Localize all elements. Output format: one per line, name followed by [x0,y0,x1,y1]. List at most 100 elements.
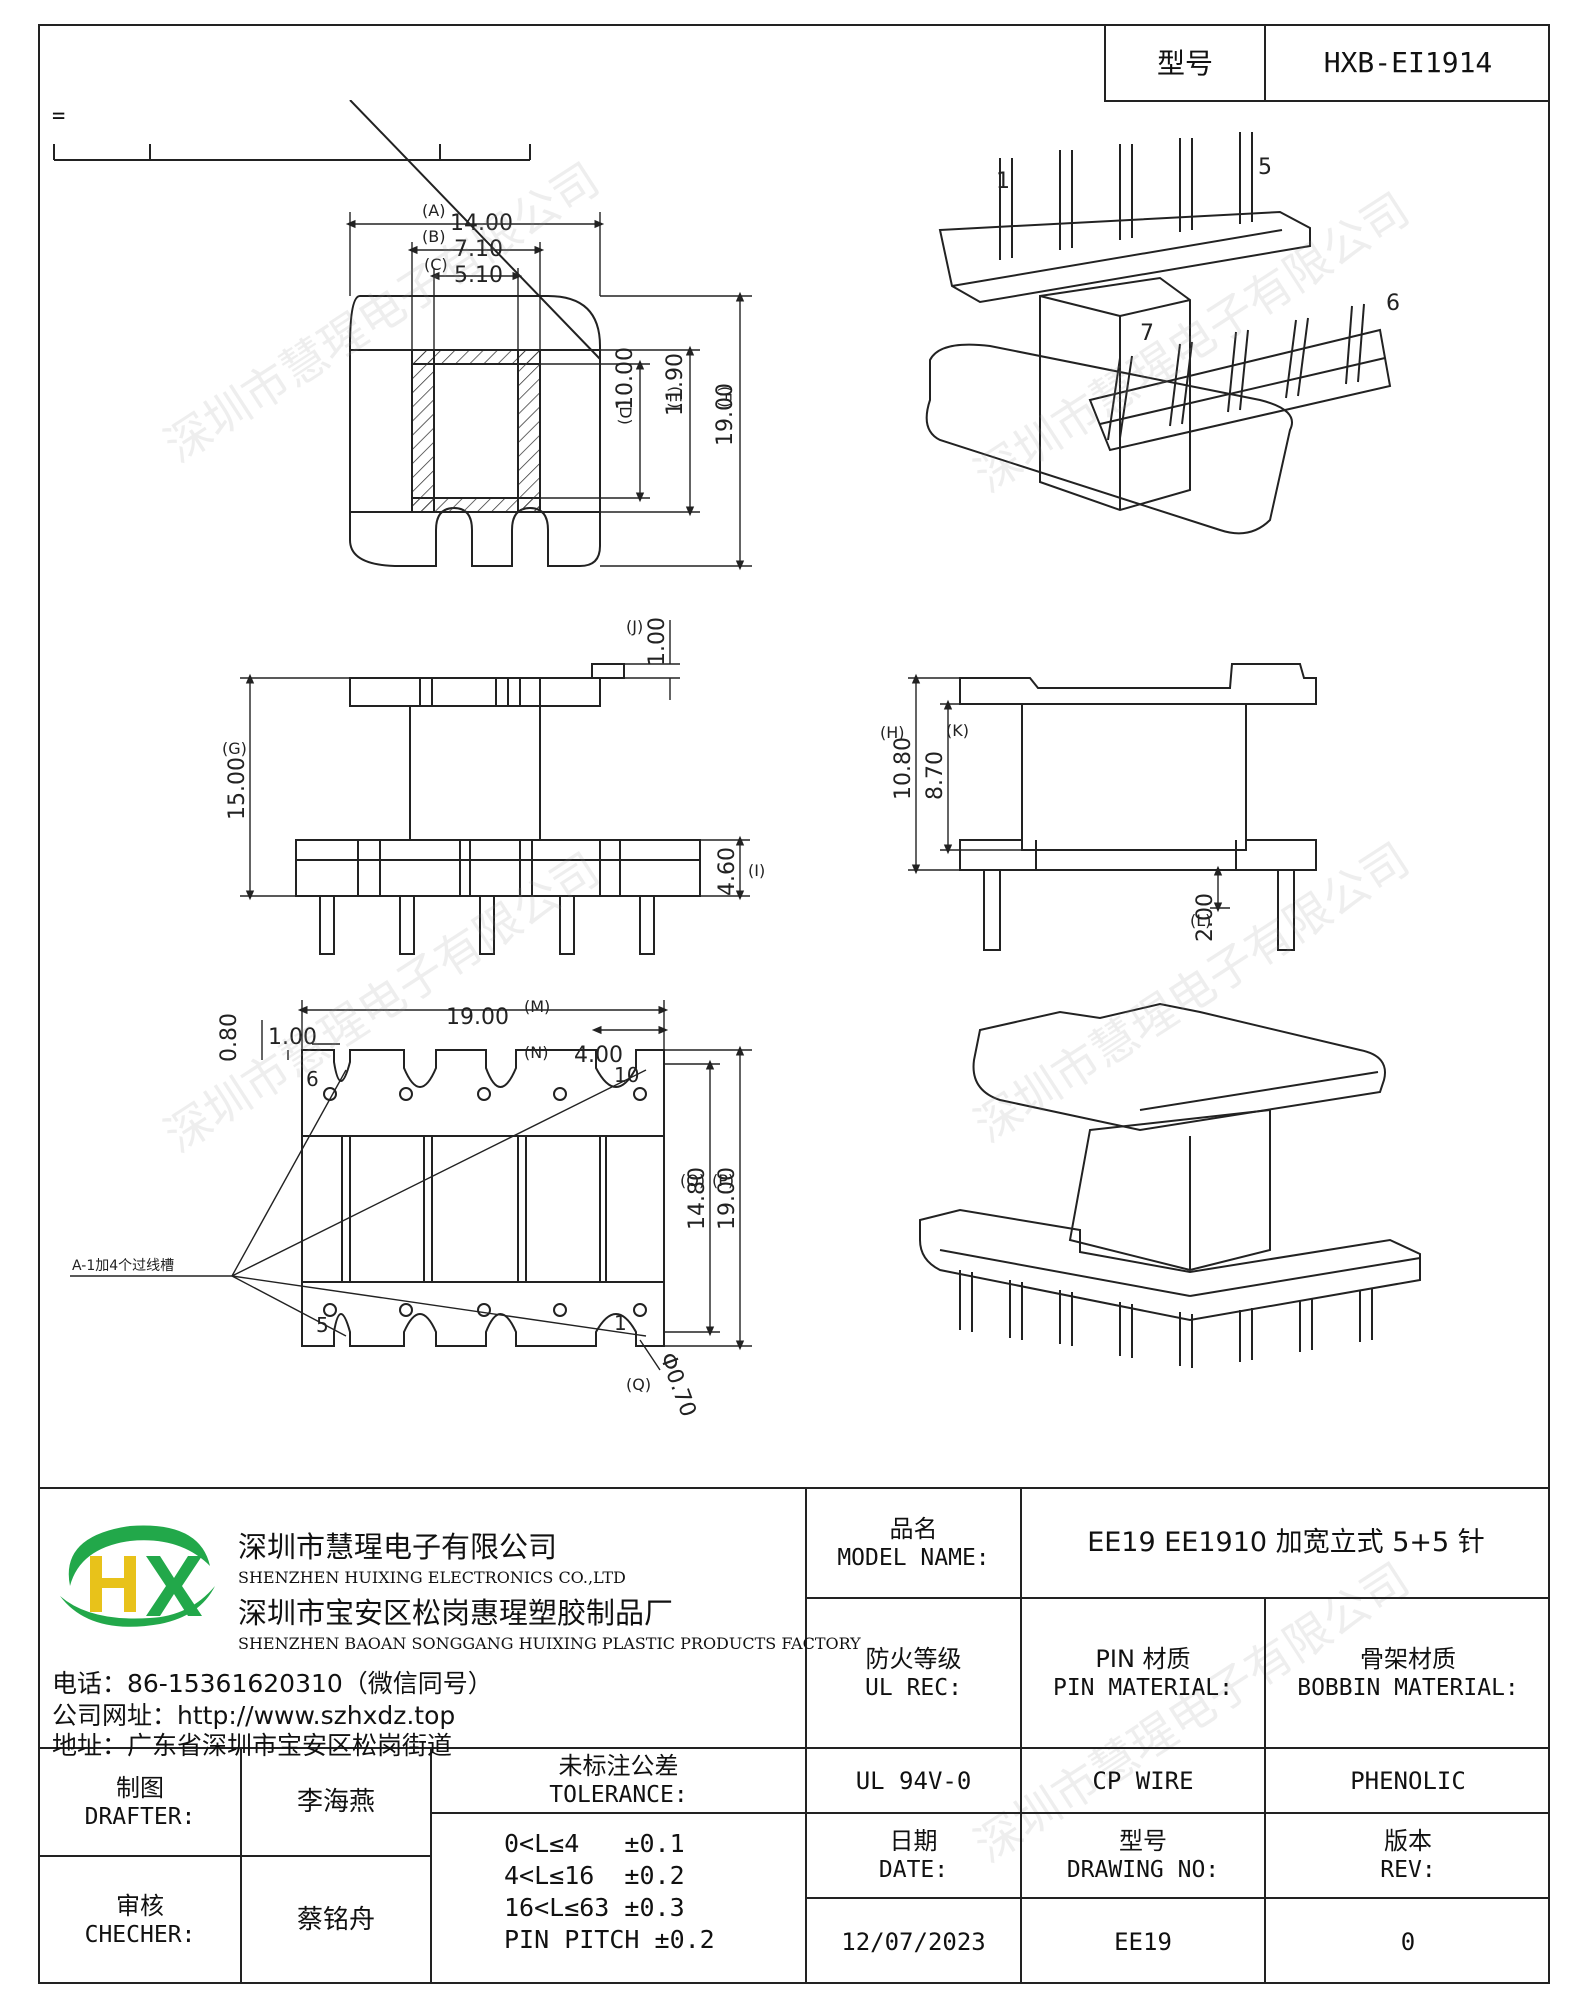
pin-label-10-bottom: 10 [614,1063,639,1087]
drawing-no-header: 型号 DRAWING NO: [1022,1814,1264,1897]
checker-en: CHECHER: [84,1922,196,1949]
dim-b-value: 7.10 [454,237,503,262]
model-name-en: MODEL NAME: [837,1544,990,1571]
iso-view-bottom [919,1002,1421,1368]
drawing-no-cn: 型号 [1119,1827,1167,1856]
dim-n-label: (N) [524,1043,548,1062]
tolerance-line: 0<L≤4 ±0.1 [504,1829,685,1858]
dim-d-value: 10.00 [613,347,638,410]
dim-e-value: 11.90 [663,353,688,416]
company-name-cn: 深圳市慧瑆电子有限公司 [238,1530,558,1564]
dim-o-value: 14.80 [685,1167,710,1230]
drafter-en: DRAFTER: [84,1803,196,1830]
dim-a-label: (A) [422,201,445,220]
date-en: DATE: [878,1857,949,1884]
company-website: 公司网址：http://www.szhxdz.top [52,1701,456,1730]
dim-top-small: 0.80 [217,1013,242,1062]
tolerance-line: 4<L≤16 ±0.2 [504,1861,685,1890]
company-name-en: SHENZHEN HUIXING ELECTRONICS CO.,LTD [238,1568,626,1587]
factory-name-en: SHENZHEN BAOAN SONGGANG HUIXING PLASTIC … [238,1634,861,1653]
factory-name-cn: 深圳市宝安区松岗惠瑆塑胶制品厂 [238,1596,674,1630]
dim-l-value: 2.00 [1193,893,1218,942]
drawing-no-value: EE19 [1114,1927,1172,1956]
model-name-cn: 品名 [889,1514,938,1543]
dim-n-value: 4.00 [574,1043,623,1068]
dim-i-label: (I) [748,861,765,880]
company-logo [60,1525,215,1627]
dim-j-value: 1.00 [645,617,670,666]
bobbin-material-cn: 骨架材质 [1360,1644,1456,1673]
dim-h-value: 10.80 [891,737,916,800]
dim-j-label: (J) [626,617,643,636]
dim-p-label: (P) [712,1171,734,1190]
dim-q-label: (Q) [626,1375,651,1394]
pin-label-6-bottom: 6 [306,1067,319,1091]
wire-slot-annotation: A-1加4个过线槽 [72,1258,174,1274]
ul-rec-value: UL 94V-0 [855,1766,972,1795]
drafter-cn: 制图 [116,1773,164,1802]
tolerance-cn: 未标注公差 [558,1752,679,1781]
stray-mark: = [52,104,66,129]
dim-e-label: (E) [666,386,685,409]
technical-drawing: (A) 14.00 (B) 7.10 (C) 5.10 (D) 10.00 (E… [53,100,1421,1421]
date-value: 12/07/2023 [841,1927,986,1956]
ul-rec-header: 防火等级 UL REC: [807,1599,1020,1747]
dim-c-label: (C) [424,255,448,274]
dim-a-value: 14.00 [450,211,513,236]
model-label: 型号 [1156,47,1213,80]
dim-f-label: (F) [716,386,735,408]
drafter-name: 李海燕 [296,1786,375,1817]
tolerance-en: TOLERANCE: [549,1782,688,1809]
checker-header: 审核 CHECHER: [40,1857,240,1984]
dim-c-value: 5.10 [454,263,503,288]
model-name-header: 品名 MODEL NAME: [807,1489,1020,1597]
tolerance-line: 16<L≤63 ±0.3 [504,1893,685,1922]
checker-name: 蔡铭舟 [296,1905,375,1936]
date-cn: 日期 [889,1827,938,1856]
dim-d-label: (D) [616,400,635,425]
model-name-value: EE19 EE1910 加宽立式 5+5 针 [1087,1527,1485,1559]
date-header: 日期 DATE: [807,1814,1020,1897]
tolerance-list: 0<L≤4 ±0.1 4<L≤16 ±0.2 16<L≤63 ±0.3 PIN … [504,1828,715,1956]
dim-k-label: (K) [946,721,969,740]
pin-label-6-iso: 6 [1386,291,1400,316]
pin-material-en: PIN MATERIAL: [1052,1674,1233,1701]
pin-label-5-iso: 5 [1258,155,1272,180]
dim-p-value: 19.00 [715,1167,740,1230]
dim-q-value: Φ0.70 [654,1350,700,1421]
pin-label-1-iso: 1 [996,169,1010,194]
pin-label-7-iso: 7 [1140,321,1154,346]
dim-b-label: (B) [422,227,445,246]
front-view [295,663,701,955]
pin-material-header: PIN 材质 PIN MATERIAL: [1022,1599,1264,1747]
model-value: HXB-EI1914 [1323,45,1493,79]
checker-cn: 审核 [116,1892,164,1921]
dim-i-value: 4.60 [715,847,740,896]
iso-view-top [925,132,1392,535]
dim-l-label: (L) [1190,911,1211,930]
drawing-no-en: DRAWING NO: [1066,1857,1220,1884]
bottom-view [301,1049,665,1347]
dim-k-value: 8.70 [923,751,948,800]
dim-m-label: (M) [524,997,550,1016]
dim-g-label: (G) [222,739,247,758]
dim-g-value: 15.00 [225,757,250,820]
bobbin-material-header: 骨架材质 BOBBIN MATERIAL: [1266,1599,1550,1747]
pin-material-cn: PIN 材质 [1095,1644,1191,1673]
company-address: 地址：广东省深圳市宝安区松岗街道 [52,1731,453,1760]
bobbin-material-en: BOBBIN MATERIAL: [1297,1674,1519,1701]
pin-material-value: CP WIRE [1092,1766,1194,1795]
top-view [349,100,601,567]
bobbin-material-value: PHENOLIC [1350,1766,1466,1795]
dim-m-value: 19.00 [446,1005,509,1030]
dim-top-small2: 1.00 [268,1025,317,1050]
model-header-box: 型号 HXB-EI1914 [1104,24,1550,102]
tolerance-header: 未标注公差 TOLERANCE: [432,1749,805,1812]
rev-header: 版本 REV: [1266,1814,1550,1897]
pin-label-1-bottom: 1 [614,1311,627,1335]
drafter-header: 制图 DRAFTER: [40,1749,240,1855]
rev-value: 0 [1400,1927,1416,1956]
pin-label-5-bottom: 5 [316,1313,329,1337]
dim-o-label: (O) [680,1171,705,1190]
rev-en: REV: [1380,1857,1436,1884]
